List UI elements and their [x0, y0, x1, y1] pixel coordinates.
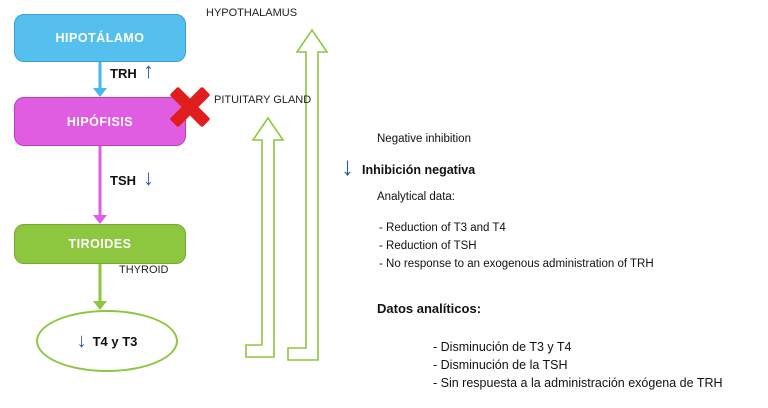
hypothalamus-box-label: HIPOTÁLAMO — [55, 31, 145, 45]
pituitary-box-label: HIPÓFISIS — [66, 114, 134, 129]
pituitary-en-label: PITUITARY GLAND — [214, 94, 312, 106]
analytical-item: - No response to an exogenous administra… — [379, 258, 654, 270]
tsh-decrease-arrow-icon: ↓ — [143, 165, 154, 190]
datos-item: - Disminución de la TSH — [433, 358, 568, 372]
trh-label: TRH — [110, 66, 137, 81]
t4-t3-ellipse: ↓ T4 y T3 — [36, 310, 178, 372]
feedback-arrow-to-pituitary — [245, 116, 285, 358]
negative-inhibition-en: Negative inhibition — [377, 133, 471, 145]
thyroid-box-label: TIROIDES — [68, 237, 132, 251]
tsh-flow-arrow — [93, 146, 107, 224]
datos-item: - Disminución de T3 y T4 — [433, 340, 572, 354]
thyroid-en-label: THYROID — [119, 264, 169, 276]
analytical-item: - Reduction of TSH — [379, 240, 477, 252]
hypothalamus-box: HIPOTÁLAMO — [14, 14, 186, 62]
feedback-arrow-to-hypothalamus — [287, 28, 329, 361]
trh-flow-arrow — [93, 62, 107, 97]
datos-analiticos-title: Datos analíticos: — [377, 301, 482, 316]
analytical-item: - Reduction of T3 and T4 — [379, 222, 506, 234]
pituitary-box: HIPÓFISIS — [14, 97, 186, 146]
datos-analiticos-list: - Disminución de T3 y T4 - Disminución d… — [433, 338, 723, 392]
trh-increase-arrow-icon: ↑ — [143, 58, 154, 83]
hypothalamus-en-label: HYPOTHALAMUS — [206, 7, 298, 19]
t4-t3-label: T4 y T3 — [92, 333, 138, 349]
thyroid-output-arrow — [93, 263, 107, 310]
tsh-label: TSH — [110, 173, 136, 188]
thyroid-box: TIROIDES — [14, 224, 186, 264]
blocked-cross-icon — [167, 84, 213, 130]
negative-inhibition-es: Inhibición negativa — [362, 163, 476, 177]
inhibition-arrow-icon: ↓ — [341, 151, 354, 181]
analytical-data-title: Analytical data: — [377, 191, 455, 203]
t4-t3-decrease-arrow-icon: ↓ — [76, 329, 87, 352]
analytical-data-list: - Reduction of T3 and T4 - Reduction of … — [379, 219, 654, 273]
datos-item: - Sin respuesta a la administración exóg… — [433, 376, 723, 390]
